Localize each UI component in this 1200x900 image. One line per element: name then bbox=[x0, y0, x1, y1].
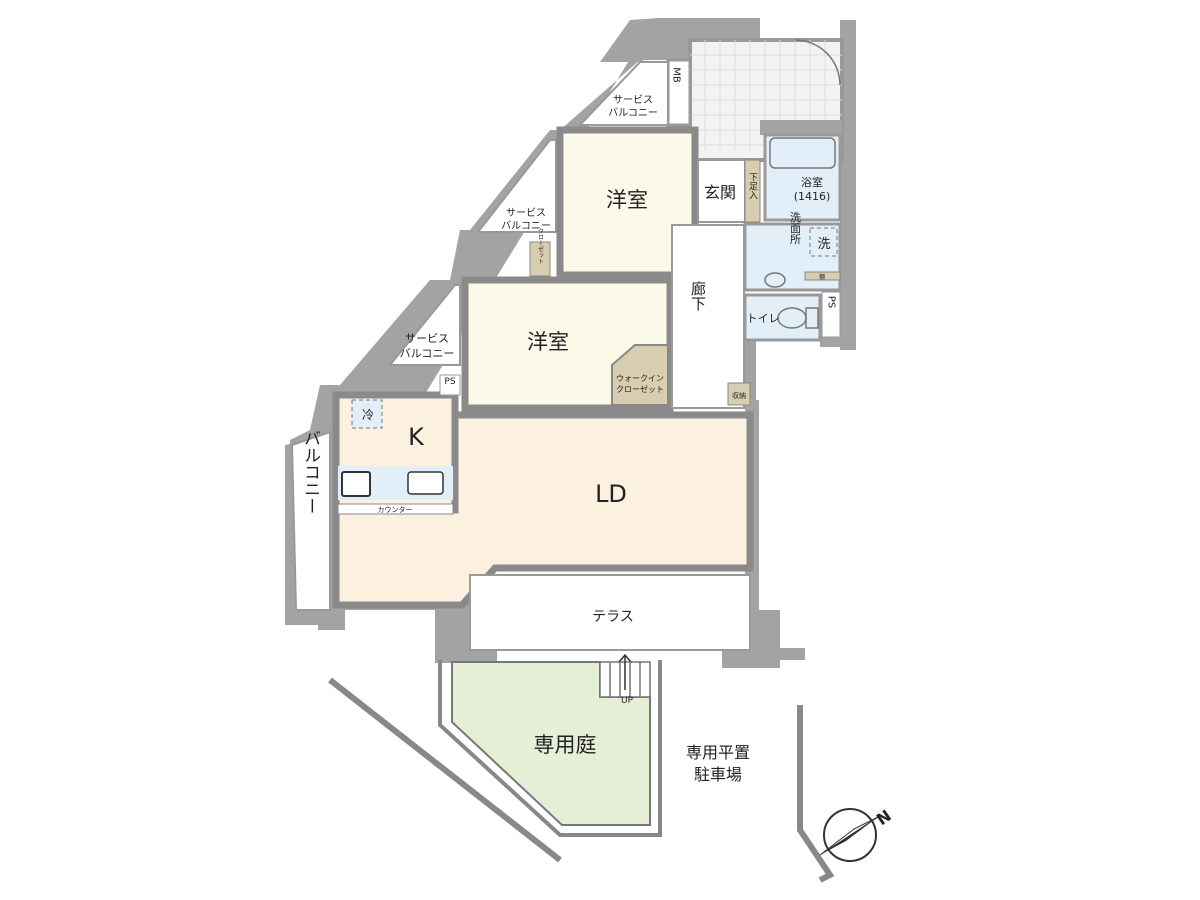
label-service-balcony-mid-2: バルコニー bbox=[501, 220, 551, 232]
label-parking-2: 駐車場 bbox=[694, 765, 742, 784]
label-closet: クローゼット bbox=[537, 228, 544, 264]
label-wic-2: クローゼット bbox=[616, 384, 664, 394]
label-mb: MB bbox=[671, 67, 682, 83]
service-balcony-low bbox=[387, 284, 461, 366]
label-washer: 洗 bbox=[817, 237, 830, 252]
label-service-balcony-top-1: サービス bbox=[613, 94, 653, 106]
label-entrance: 玄関 bbox=[704, 183, 736, 202]
label-private-garden: 専用庭 bbox=[534, 733, 597, 757]
labels: 洋室 洋室 玄関 下足入 浴室 (1416) 洗面所 洗 棚 トイレ PS MB… bbox=[300, 67, 895, 829]
pipe-space bbox=[821, 291, 841, 338]
label-shoe-storage: 下足入 bbox=[747, 173, 758, 200]
shelf bbox=[804, 271, 841, 281]
stair-arrow-icon bbox=[618, 653, 632, 690]
label-service-balcony-low-1: サービス bbox=[405, 332, 449, 345]
label-shelf: 棚 bbox=[819, 273, 825, 281]
label-service-balcony-mid-1: サービス bbox=[506, 207, 546, 219]
label-compass: N bbox=[873, 806, 895, 829]
sink-icon bbox=[407, 471, 444, 495]
service-balcony-top bbox=[577, 61, 669, 126]
bathtub bbox=[769, 137, 836, 169]
shoe-storage bbox=[744, 159, 761, 223]
terrace bbox=[469, 574, 751, 651]
label-up: UP bbox=[621, 696, 634, 706]
label-washroom: 洗面所 bbox=[789, 211, 802, 245]
label-bathroom-size: (1416) bbox=[794, 190, 831, 203]
walk-in-closet bbox=[611, 344, 669, 406]
label-western-room-2: 洋室 bbox=[527, 330, 569, 354]
label-fridge: 冷 bbox=[362, 408, 374, 422]
toilet-room bbox=[743, 293, 822, 342]
label-kitchen: K bbox=[408, 423, 425, 451]
label-ps-2: PS bbox=[444, 377, 455, 387]
storage bbox=[727, 382, 751, 406]
label-balcony: バルコニー bbox=[300, 430, 320, 515]
label-bathroom: 浴室 bbox=[801, 175, 823, 189]
label-wic-1: ウォークイン bbox=[616, 374, 664, 383]
label-counter: カウンター bbox=[378, 505, 413, 514]
pipe-space-2 bbox=[439, 374, 461, 396]
service-balcony-mid bbox=[475, 139, 557, 233]
label-western-room-1: 洋室 bbox=[606, 188, 648, 212]
label-ps-1: PS bbox=[826, 296, 837, 308]
label-hallway: 廊下 bbox=[689, 281, 707, 311]
fridge-space bbox=[351, 399, 383, 429]
western-room-1 bbox=[556, 126, 699, 279]
stove-icon bbox=[341, 471, 371, 497]
label-terrace: テラス bbox=[592, 609, 634, 625]
label-parking-1: 専用平置 bbox=[686, 743, 750, 762]
compass-icon bbox=[819, 808, 879, 862]
label-service-balcony-low-2: バルコニー bbox=[400, 347, 455, 360]
hallway bbox=[671, 224, 745, 409]
label-living-dining: LD bbox=[595, 480, 627, 508]
label-storage: 収納 bbox=[732, 391, 746, 400]
closet-box bbox=[529, 241, 551, 277]
label-toilet: トイレ bbox=[747, 312, 780, 325]
label-service-balcony-top-2: バルコニー bbox=[608, 107, 658, 119]
